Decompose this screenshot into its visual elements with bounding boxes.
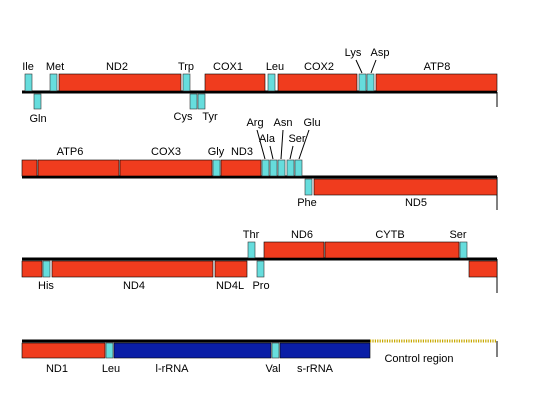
gene-trna-ser [459, 241, 468, 259]
label-nd2: ND2 [106, 61, 128, 73]
label-leu: Leu [266, 61, 284, 73]
label-met: Met [46, 61, 64, 73]
leader-asn [280, 129, 284, 160]
gene-trna-trp [182, 73, 191, 92]
label-cox1: COX1 [213, 61, 243, 73]
gene-nd5-tail [21, 260, 43, 278]
row-1: Ile Met ND2 Trp COX1 Leu COX2 Lys Asp AT… [22, 47, 498, 125]
gene-atp6 [37, 159, 120, 177]
gene-trna-met [49, 73, 58, 92]
label-asp: Asp [371, 47, 390, 59]
gene-trna-arg [261, 159, 270, 177]
label-nd1: ND1 [46, 363, 68, 375]
gene-trna-ala [269, 159, 278, 177]
gene-trna-ile [24, 73, 33, 92]
row-4: ND1 Leu l-rRNA Val s-rRNA Control region [21, 339, 498, 375]
gene-trna-gln [33, 93, 42, 110]
label-s-rrna: s-rRNA [297, 363, 334, 375]
gene-trna-pro [256, 260, 265, 278]
label-gln: Gln [29, 113, 46, 125]
gene-nd4 [51, 260, 214, 278]
leader-lys [355, 59, 363, 74]
label-lys: Lys [345, 47, 362, 59]
label-arg: Arg [246, 117, 263, 129]
leader-ala [269, 145, 274, 160]
leader-glu [298, 129, 310, 160]
gene-trna-cys [189, 93, 198, 110]
label-tyr: Tyr [202, 111, 218, 123]
gene-atp8-tail [21, 159, 38, 177]
gene-trna-his [42, 260, 51, 278]
leader-ser [289, 145, 294, 160]
leader-arg [256, 129, 266, 160]
label-ser: Ser [288, 133, 305, 145]
gene-trna-lys [358, 73, 367, 92]
label-nd3: ND3 [231, 146, 253, 158]
gene-trna-val [271, 342, 280, 359]
gene-trna-gly [212, 159, 221, 177]
label-asn: Asn [274, 117, 293, 129]
gene-nd3 [220, 159, 262, 177]
label-val: Val [265, 363, 280, 375]
label-ile: Ile [22, 61, 34, 73]
label-pro: Pro [252, 280, 269, 292]
gene-atp8 [375, 73, 498, 92]
gene-trna-leu [105, 342, 114, 359]
label-his: His [38, 280, 54, 292]
gene-nd2 [58, 73, 182, 92]
row-3: Thr ND6 CYTB Ser His ND4 ND4L Pro [21, 229, 498, 293]
label-glu: Glu [303, 117, 320, 129]
leader-asp [370, 59, 377, 74]
label-phe: Phe [297, 197, 317, 209]
label-control-region: Control region [384, 353, 453, 365]
gene-trna-ser [286, 159, 295, 177]
gene-nd6 [263, 241, 325, 259]
gene-nd1 [21, 342, 106, 359]
gene-trna-thr [247, 241, 256, 259]
gene-trna-asp [366, 73, 375, 92]
label-ser: Ser [449, 229, 466, 241]
gene-trna-leu [267, 73, 276, 92]
gene-trna-phe [304, 178, 313, 196]
gene-cox1 [204, 73, 266, 92]
label-cox2: COX2 [304, 61, 334, 73]
gene-trna-glu [294, 159, 303, 177]
label-nd6: ND6 [291, 229, 313, 241]
label-gly: Gly [208, 146, 225, 158]
label-cytb: CYTB [375, 229, 404, 241]
gene-nd5 [313, 178, 498, 196]
label-leu: Leu [102, 363, 120, 375]
gene-trna-asn [277, 159, 286, 177]
label-atp6: ATP6 [57, 146, 84, 158]
gene-s-rrna [279, 342, 371, 359]
label-cox3: COX3 [151, 146, 181, 158]
gene-cox2 [277, 73, 358, 92]
label-ala: Ala [259, 133, 276, 145]
gene-cox3 [119, 159, 213, 177]
label-nd4l: ND4L [216, 280, 244, 292]
gene-l-rrna [113, 342, 272, 359]
label-nd5: ND5 [405, 197, 427, 209]
label-l-rrna: l-rRNA [156, 363, 190, 375]
label-thr: Thr [243, 229, 260, 241]
gene-nd4l [214, 260, 248, 278]
label-nd4: ND4 [123, 280, 145, 292]
gene-nd6-tail [468, 260, 498, 278]
gene-cytb [324, 241, 460, 259]
label-cys: Cys [174, 111, 193, 123]
label-atp8: ATP8 [424, 61, 451, 73]
label-trp: Trp [178, 61, 194, 73]
row-2: ATP6 COX3 Gly ND3 Arg Ala Asn Ser Glu Ph… [21, 117, 498, 210]
gene-trna-tyr [197, 93, 206, 110]
